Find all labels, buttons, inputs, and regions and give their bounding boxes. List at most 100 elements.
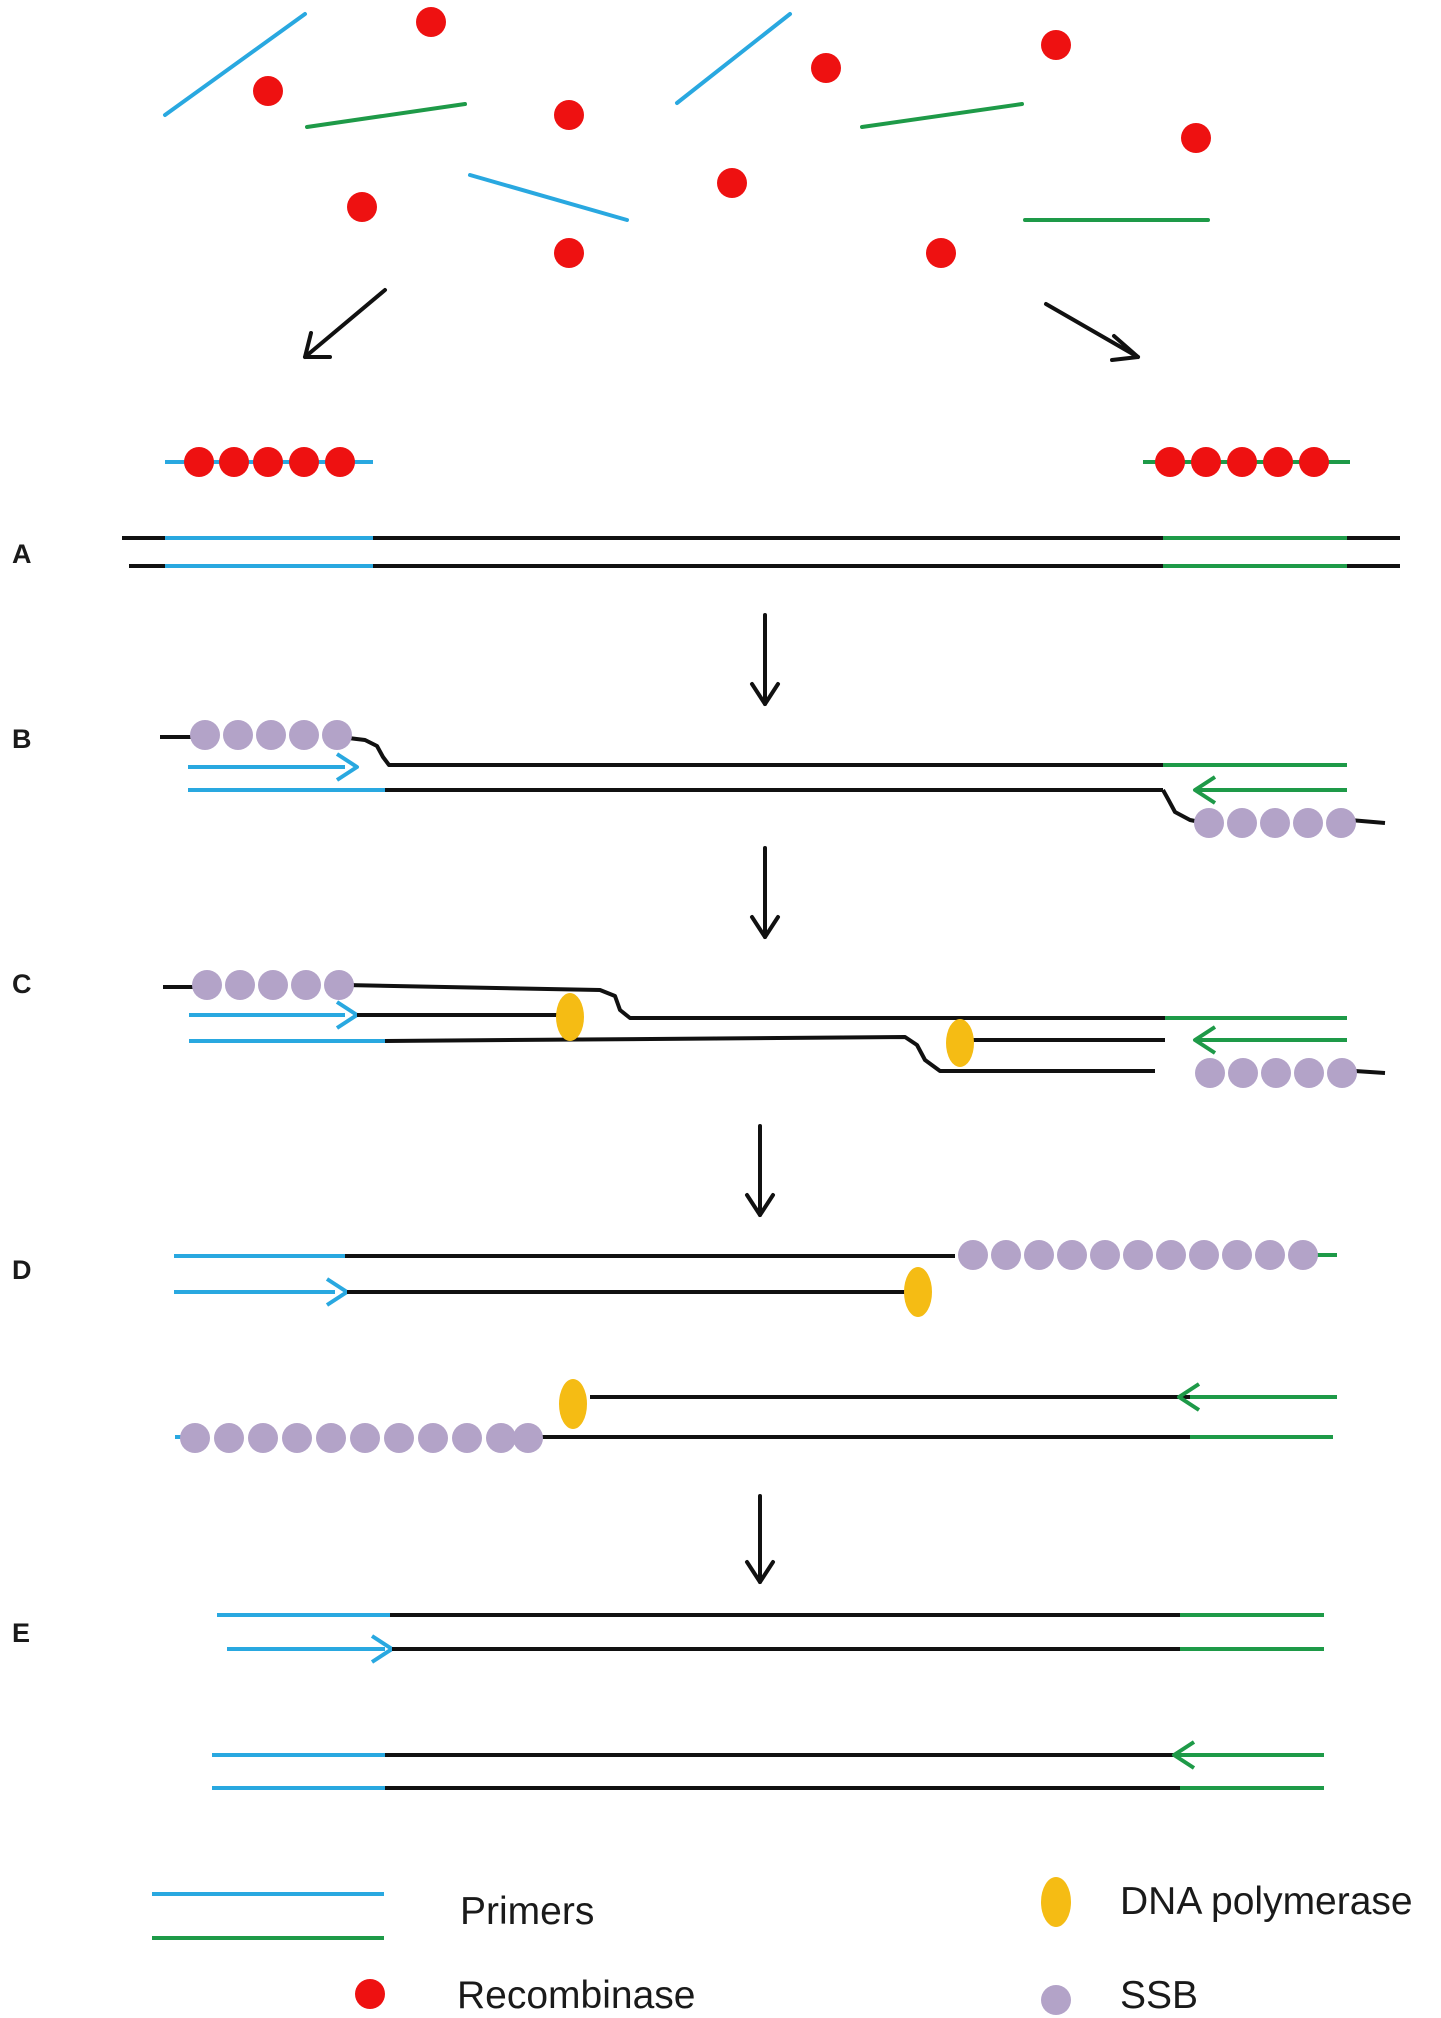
legend-primers: Primers (152, 1890, 594, 1940)
diagonal-arrows (303, 288, 1140, 362)
step-e-upper-product (217, 1613, 1324, 1664)
legend-ssb-swatch (1041, 1985, 1071, 2015)
free-forward-primers (163, 12, 792, 222)
arrow-down-right-icon (1044, 302, 1140, 362)
ssb-dot (192, 970, 222, 1000)
step-b-ssb (190, 720, 1356, 838)
ssb-dot (1261, 1058, 1291, 1088)
ssb-dot (289, 720, 319, 750)
ssb-dot (1024, 1240, 1054, 1270)
ssb-dot (282, 1423, 312, 1453)
polymerase-blob (946, 1019, 974, 1067)
ssb-dot (958, 1240, 988, 1270)
step-d-upper-ssb (958, 1240, 1318, 1270)
step-label-a: A (12, 539, 32, 569)
ssb-dot (1227, 808, 1257, 838)
recombinase-dot (554, 238, 584, 268)
recombinase-dot (289, 447, 319, 477)
recombinase-dot (416, 7, 446, 37)
ssb-dot (248, 1423, 278, 1453)
ssb-dot (350, 1423, 380, 1453)
step-label-d: D (12, 1255, 32, 1285)
recombinase-dot (325, 447, 355, 477)
recombinase-dot (253, 76, 283, 106)
recombinase-dot (1227, 447, 1257, 477)
free-reverse-primer (860, 102, 1024, 129)
ssb-dot (1293, 808, 1323, 838)
ssb-dot (1260, 808, 1290, 838)
step-d-lower-duplex (175, 1382, 1337, 1439)
ssb-dot (1326, 808, 1356, 838)
free-forward-primer (675, 12, 792, 105)
ssb-dot (258, 970, 288, 1000)
free-reverse-primers (305, 102, 1210, 222)
arrow-down-left-icon (303, 288, 387, 359)
free-forward-primer (163, 12, 307, 117)
ssb-dot (316, 1423, 346, 1453)
ssb-dot (486, 1423, 516, 1453)
recombinase-dot (1181, 123, 1211, 153)
ssb-dot (384, 1423, 414, 1453)
step-label-b: B (12, 724, 32, 754)
ssb-dot (991, 1240, 1021, 1270)
free-recombinase (253, 7, 1211, 268)
legend: Primers Recombinase DNA polymerase SSB (152, 1877, 1413, 2017)
polymerase-blob (556, 993, 584, 1041)
step-b-dna (160, 735, 1386, 825)
step-a-template-dna (122, 536, 1400, 568)
ssb-dot (1195, 1058, 1225, 1088)
recombinase-dot (1041, 30, 1071, 60)
arrow-down-icon (745, 1124, 775, 1217)
legend-polymerase-swatch (1041, 1877, 1071, 1927)
ssb-dot (1222, 1240, 1252, 1270)
ssb-dot (1194, 808, 1224, 838)
step-d-upper-duplex (174, 1253, 1337, 1307)
legend-dna-polymerase: DNA polymerase (1041, 1877, 1413, 1927)
recombinase-dot (347, 192, 377, 222)
step-label-e: E (12, 1618, 30, 1648)
step-c-ssb (192, 970, 1357, 1088)
ssb-dot (214, 1423, 244, 1453)
recombinase-dot (253, 447, 283, 477)
ssb-dot (256, 720, 286, 750)
ssb-dot (452, 1423, 482, 1453)
recombinase-dot (926, 238, 956, 268)
step-e-lower-product (212, 1740, 1324, 1790)
ssb-dot (1255, 1240, 1285, 1270)
polymerase-blob (559, 1379, 587, 1429)
ssb-dot (324, 970, 354, 1000)
legend-recombinase-swatch (355, 1979, 385, 2009)
ssb-dot (1156, 1240, 1186, 1270)
recombinase-dot (717, 168, 747, 198)
legend-dna-polymerase-label: DNA polymerase (1120, 1880, 1413, 1923)
free-forward-primer (468, 173, 629, 222)
ssb-dot (1123, 1240, 1153, 1270)
arrow-down-icon (750, 846, 780, 939)
legend-recombinase-label: Recombinase (457, 1974, 695, 2017)
ssb-dot (1228, 1058, 1258, 1088)
recombinase-dot (184, 447, 214, 477)
recombinase-dot (1299, 447, 1329, 477)
ssb-dot (1057, 1240, 1087, 1270)
legend-primers-label: Primers (460, 1890, 594, 1933)
legend-recombinase: Recombinase (355, 1974, 695, 2017)
ssb-dot (180, 1423, 210, 1453)
step-label-c: C (12, 969, 32, 999)
ssb-dot (322, 720, 352, 750)
step-c-polymerase (556, 993, 974, 1067)
free-components (163, 7, 1211, 268)
recombinase-dot (1263, 447, 1293, 477)
recombinase-dot (1155, 447, 1185, 477)
ssb-dot (225, 970, 255, 1000)
ssb-dot (418, 1423, 448, 1453)
ssb-dot (1327, 1058, 1357, 1088)
ssb-dot (1090, 1240, 1120, 1270)
polymerase-blob (904, 1267, 932, 1317)
legend-ssb-label: SSB (1120, 1974, 1198, 2017)
ssb-dot (291, 970, 321, 1000)
ssb-dot (1288, 1240, 1318, 1270)
arrow-down-icon (745, 1494, 775, 1584)
ssb-dot (1294, 1058, 1324, 1088)
ssb-dot (190, 720, 220, 750)
